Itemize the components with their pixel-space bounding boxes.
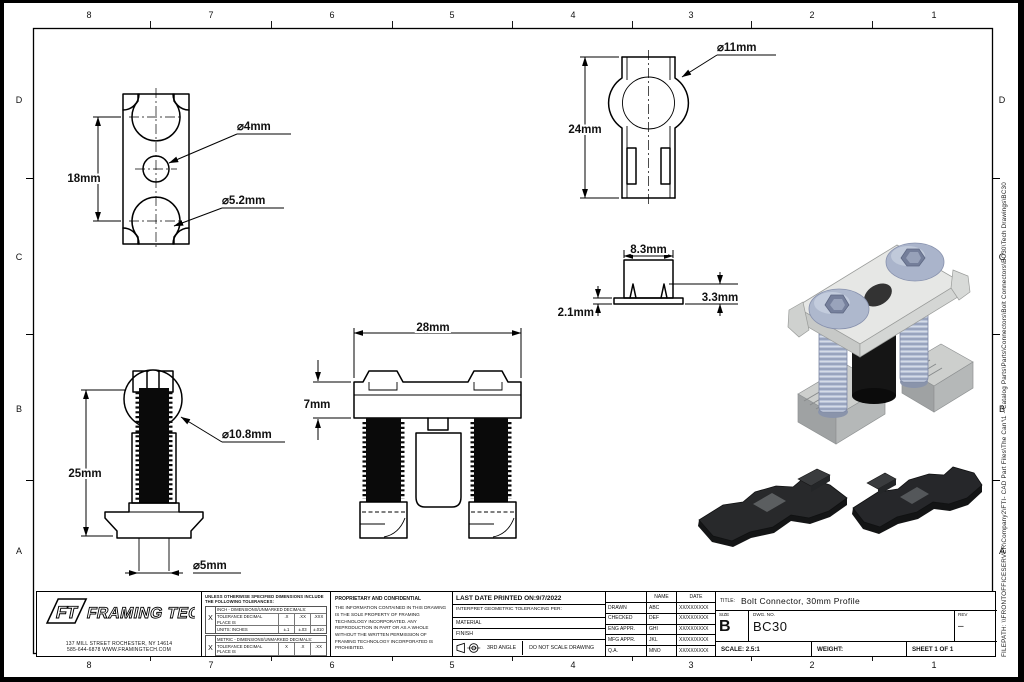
dim-section-height: 3.3mm [702,292,738,304]
rev-label: REV [958,612,968,617]
revision: – [958,621,964,632]
proprietary-title: PROPRIETARY AND CONFIDENTIAL [335,596,422,602]
zone-row-label: D [998,95,1006,105]
dim-section-lip: 2.1mm [558,307,594,319]
cover-plate-right [852,466,983,534]
zone-col-label: 3 [688,660,694,670]
dim-assembly-width: 28mm [416,322,449,334]
zone-col-label: 1 [931,660,937,670]
finish-label: FINISH [453,629,605,641]
zone-row-label: C [15,252,23,262]
clamp-jaw-left [787,301,810,338]
approval-row-checked: CHECKED DEF XX/XX/XXXX [606,612,715,624]
zone-col-label: 2 [809,10,815,20]
drawing-line-art: 18mm ⌀4mm ⌀5.2mm 24mm ⌀11mm [26,21,1000,661]
dim-profile-bulge: ⌀11mm [717,42,757,54]
filepath-margin-text: FILEPATH: \\FRONTOFFICESERVER\Company2\F… [1001,182,1008,657]
drawing-title: Bolt Connector, 30mm Profile [741,596,860,606]
sheet-size: B [719,618,731,635]
zone-row-label: A [15,546,23,556]
zone-col-label: 4 [570,660,576,670]
bolt-head-left [808,288,870,330]
interpret-note: INTERPRET GEOMETRIC TOLERANCING PER: [453,605,605,619]
do-not-scale-label: DO NOT SCALE DRAWING [529,645,594,652]
zone-col-label: 5 [449,10,455,20]
zone-row-label: A [998,546,1006,556]
title-label: TITLE: [720,598,736,604]
zone-col-label: 8 [86,10,92,20]
size-label: SIZE [719,612,730,617]
dim-bolt-ball: ⌀10.8mm [222,429,272,441]
approvals-table: NAME DATE DRAWN ABC XX/XX/XXXX CHECKED D… [605,592,715,656]
tolerance-metric-block: X METRIC - DIMENSIONS/UNMARKED DECIMALS:… [205,635,327,656]
dim-plate-slot: ⌀5.2mm [222,195,265,207]
zone-row-label: D [15,95,23,105]
bolt-head-right [885,242,945,282]
third-angle-projection-icon [456,642,481,654]
dim-profile-height: 24mm [568,124,601,136]
name-header: NAME [646,592,676,602]
framing-tech-logo: FT FRAMING TECH [45,598,195,624]
weight-label: WEIGHT: [811,642,906,656]
plate-center-hole [864,283,892,307]
view-bolt-front: 25mm ⌀10.8mm ⌀5mm [66,369,285,576]
proprietary-body: THE INFORMATION CONTAINED IN THIS DRAWIN… [335,605,447,651]
tolerance-block: UNLESS OTHERWISE SPECIFIED DIMENSIONS IN… [201,592,330,656]
view-isometric-3d [698,242,983,547]
zone-row-label: B [15,404,23,414]
scale-value: SCALE: 2.5:1 [721,645,760,653]
logo-ft-text: FT [54,602,79,622]
zone-col-label: 5 [449,660,455,670]
approval-row-drawn: DRAWN ABC XX/XX/XXXX [606,602,715,613]
view-plate-top: 18mm ⌀4mm ⌀5.2mm [65,88,291,250]
cover-plate-left [698,468,848,547]
zone-col-label: 3 [688,10,694,20]
dim-section-width: 8.3mm [630,244,666,256]
approval-row-qa: Q.A. MNO XX/XX/XXXX [606,645,715,656]
dwg-no-label: DWG. NO. [753,612,775,617]
zone-col-label: 2 [809,660,815,670]
dim-bolt-shaft: ⌀5mm [193,560,227,572]
dim-bolt-height: 25mm [68,468,101,480]
address-line1: 137 MILL STREET ROCHESTER, NY 14614 [65,640,173,647]
tolerance-header: UNLESS OTHERWISE SPECIFIED DIMENSIONS IN… [205,594,324,605]
zone-col-label: 1 [931,10,937,20]
zone-row-label: B [998,404,1006,414]
approval-row-mfg: MFG APPR. JKL XX/XX/XXXX [606,634,715,646]
metric-checkbox: X [206,636,216,656]
third-angle-label: 3RD ANGLE [487,645,517,652]
approval-row-eng: ENG APPR. GHI XX/XX/XXXX [606,623,715,635]
date-header: DATE [676,592,715,602]
tolerance-inch-block: X INCH - DIMENSIONS/UNMARKED DECIMALS: T… [205,605,327,634]
address-line2: 585-644-6878 WWW.FRAMINGTECH.COM [67,647,171,654]
title-block: FT FRAMING TECH 137 MILL STREET ROCHESTE… [36,591,997,657]
last-printed: LAST DATE PRINTED ON:9/7/2022 [453,592,605,605]
view-section: 8.3mm 3.3mm 2.1mm [556,242,741,321]
zone-col-label: 7 [208,10,214,20]
drawing-number: BC30 [753,619,788,634]
zone-row-label: C [998,252,1006,262]
logo-cell: FT FRAMING TECH 137 MILL STREET ROCHESTE… [37,592,201,656]
zone-col-label: 8 [86,660,92,670]
clamp-jaw-right [950,269,971,301]
zone-col-label: 7 [208,660,214,670]
threaded-stud-left [818,327,848,418]
zone-col-label: 4 [570,10,576,20]
dim-plate-hole: ⌀4mm [237,121,271,133]
material-label: MATERIAL [453,618,605,630]
zone-col-label: 6 [329,10,335,20]
proprietary-notice: PROPRIETARY AND CONFIDENTIAL THE INFORMA… [330,592,452,656]
sheet-count: SHEET 1 OF 1 [906,642,997,656]
dim-assembly-plate: 7mm [304,399,331,411]
view-assembly-front: 28mm 7mm [302,320,522,539]
inch-checkbox: X [206,606,216,633]
dim-plate-height: 18mm [67,173,100,185]
material-finish-cell: LAST DATE PRINTED ON:9/7/2022 INTERPRET … [452,592,605,656]
zone-col-label: 6 [329,660,335,670]
view-profile-side: 24mm ⌀11mm [566,40,776,205]
logo-name-text: FRAMING TECH [85,605,195,622]
title-area: TITLE: Bolt Connector, 30mm Profile SIZE… [715,592,997,656]
